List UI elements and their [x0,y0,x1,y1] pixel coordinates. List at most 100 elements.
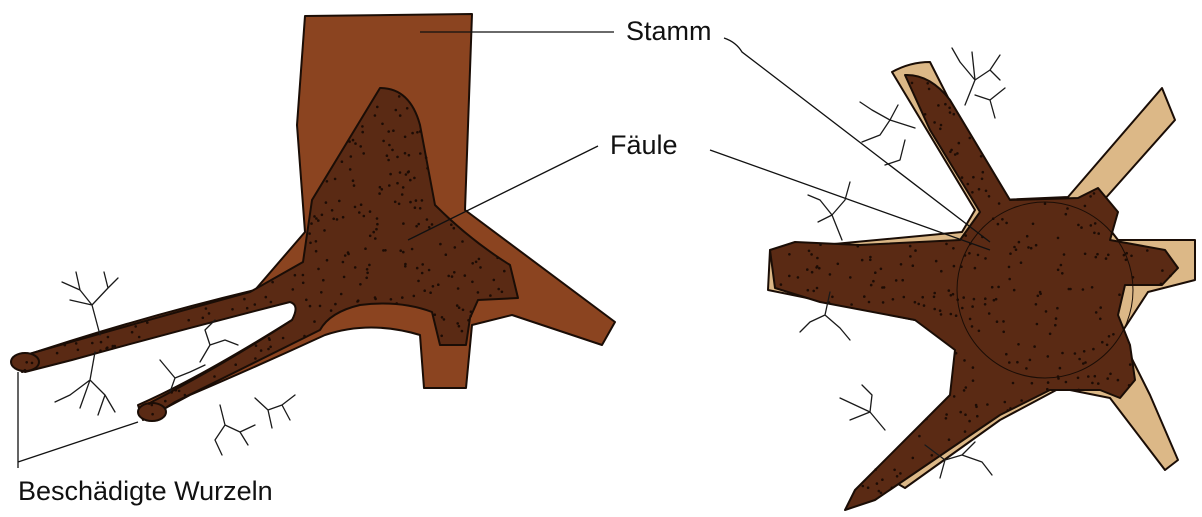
rot-dot [1130,255,1133,258]
rot-dot [880,492,883,495]
rot-dot [395,302,398,305]
rot-dot [967,183,970,186]
rot-dot [1032,223,1035,226]
rot-dot [404,265,407,268]
rot-dot [322,279,325,282]
rot-dot [992,217,995,220]
rot-dot [1128,384,1131,387]
rot-dot [270,301,273,304]
rot-dot [937,104,940,107]
rot-dot [1097,232,1100,235]
rot-dot [976,415,979,418]
rot-dot [931,454,934,457]
rot-dot [961,176,964,179]
rot-dot [334,303,337,306]
rot-dot [134,325,137,328]
rot-dot [1015,248,1018,251]
rot-dot [1169,275,1172,278]
rot-dot [969,137,972,140]
rot-dot [361,131,364,134]
rot-dot [1095,311,1098,314]
rot-dot [816,265,819,268]
rot-dot [972,379,975,382]
rot-dot [409,179,412,182]
rot-dot [24,369,27,372]
rot-dot [1078,358,1081,361]
rot-dot [309,305,312,308]
rot-dot [1056,307,1059,310]
rot-dot [151,413,154,416]
rot-dot [1112,333,1115,336]
rot-dot [978,188,981,191]
rot-dot [265,296,268,299]
rot-dot [426,167,429,170]
rot-dot [344,254,347,257]
rot-dot [939,309,942,312]
rot-dot [1054,324,1057,327]
rot-dot [399,114,402,117]
rot-dot [1057,269,1060,272]
rot-dot [354,266,357,269]
rot-dot [1080,226,1083,229]
rot-dot [496,257,499,260]
rot-dot [184,394,187,397]
rot-dot [998,202,1001,205]
rot-dot [429,291,432,294]
rot-dot [99,349,102,352]
rot-dot [949,111,952,114]
rot-dot [131,331,134,334]
rot-dot [1031,382,1034,385]
rot-dot [454,246,457,249]
rot-dot [811,271,814,274]
rot-dot [862,485,865,488]
rot-dot [497,288,500,291]
rot-dot [1146,249,1149,252]
rot-dot [1066,207,1069,210]
rot-dot [891,487,894,490]
rot-dot [366,268,369,271]
rot-dot [953,395,956,398]
rot-dot [977,254,980,257]
rot-dot [816,287,819,290]
rot-dot [1095,256,1098,259]
rot-dot [213,375,216,378]
rot-dot [401,296,404,299]
rot-dot [387,159,390,162]
rot-dot [243,298,246,301]
rot-dot [437,283,440,286]
rot-dot [901,279,904,282]
rot-dot [386,154,389,157]
rot-dot [899,472,902,475]
rot-dot [780,283,783,286]
rot-dot [1117,379,1120,382]
rot-dot [402,251,405,254]
rot-dot [271,281,274,284]
rot-dot [353,184,356,187]
rot-dot [315,240,318,243]
rot-dot [389,173,392,176]
rot-dot [453,271,456,274]
rot-dot [797,276,800,279]
rot-dot [462,309,465,312]
rot-dot [925,418,928,421]
rot-dot [1030,247,1033,250]
rot-dot [861,259,864,262]
rot-dot [340,293,343,296]
rot-dot [317,219,320,222]
damaged-root-end-1 [11,353,39,371]
rot-dot [935,260,938,263]
rot-dot [950,313,953,316]
rot-dot [354,206,357,209]
rot-dot [984,257,987,260]
rot-dot [458,325,461,328]
rot-dot [413,177,416,180]
rot-dot [948,289,951,292]
rot-dot [451,275,454,278]
rot-dot [365,277,368,280]
rot-dot [151,404,154,407]
rot-dot [376,223,379,226]
rot-dot [867,486,870,489]
rot-dot [953,113,956,116]
rot-dot [1129,363,1132,366]
rot-dot [940,313,943,316]
